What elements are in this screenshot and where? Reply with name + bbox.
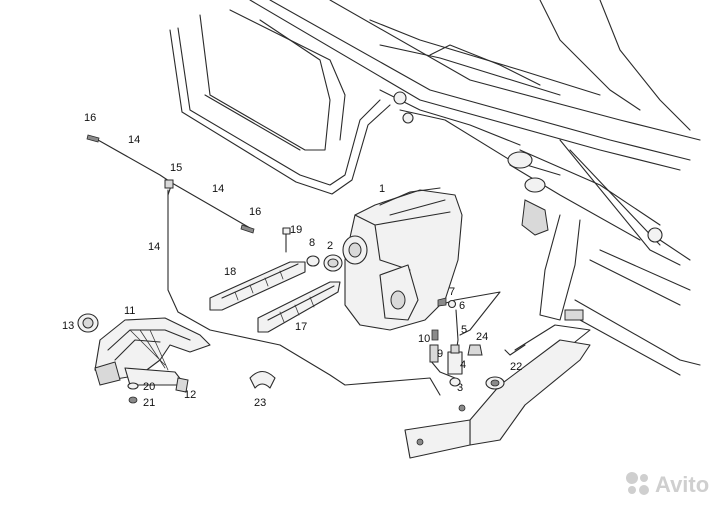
t-connector <box>164 179 174 189</box>
fitting-part-6 <box>447 299 457 309</box>
label-19: 19 <box>290 224 302 236</box>
label-4: 4 <box>460 359 466 371</box>
label-11: 11 <box>124 305 135 317</box>
label-23: 23 <box>254 397 266 409</box>
label-9: 9 <box>437 348 443 360</box>
connector-part-10 <box>431 329 439 341</box>
mounting-bracket-17 <box>257 281 341 333</box>
label-12: 12 <box>184 389 196 401</box>
label-1: 1 <box>379 183 385 195</box>
label-3: 3 <box>457 382 463 394</box>
grommet-part <box>249 370 276 389</box>
nut-part <box>306 255 320 267</box>
washer-nozzle-lower <box>240 224 255 234</box>
elbow-part-9 <box>429 344 439 363</box>
label-14b: 14 <box>212 183 224 195</box>
reservoir-cap <box>323 254 343 272</box>
washer-reservoir <box>342 187 463 331</box>
label-16a: 16 <box>84 112 96 124</box>
label-8: 8 <box>309 237 315 249</box>
label-10: 10 <box>418 333 430 345</box>
label-6: 6 <box>459 300 465 312</box>
label-2: 2 <box>327 240 333 252</box>
label-5: 5 <box>461 324 467 336</box>
label-7: 7 <box>449 286 455 298</box>
watermark-text: Avito <box>655 472 709 497</box>
washer-hose <box>97 139 501 396</box>
headlamp-washer-assembly <box>94 317 211 386</box>
grommet-part-22 <box>485 376 505 390</box>
washer-part-20 <box>127 382 139 390</box>
seal-part-3 <box>449 377 461 387</box>
bolt-part <box>282 227 291 253</box>
avito-logo-icon <box>626 472 649 495</box>
nut-part-21 <box>128 396 138 404</box>
avito-watermark: Avito <box>626 472 709 497</box>
mounting-bracket-18 <box>209 261 306 311</box>
label-14a: 14 <box>128 134 140 146</box>
label-17: 17 <box>295 321 307 333</box>
washer-nozzle-upper <box>86 134 100 143</box>
label-21: 21 <box>143 397 155 409</box>
label-13: 13 <box>62 320 74 332</box>
label-22: 22 <box>510 361 522 373</box>
plug-part-7 <box>437 297 447 307</box>
label-24: 24 <box>476 331 488 343</box>
label-15: 15 <box>170 162 182 174</box>
washer-pump <box>447 344 463 375</box>
cab-frame <box>169 0 701 376</box>
clip-part-24 <box>467 344 483 356</box>
label-18: 18 <box>224 266 236 278</box>
label-14c: 14 <box>148 241 160 253</box>
step-bracket <box>404 309 591 459</box>
part-labels: 1 2 3 4 5 6 7 8 9 10 11 12 13 14 14 14 1… <box>62 112 522 409</box>
label-20: 20 <box>143 381 155 393</box>
clip-part-12 <box>175 377 189 393</box>
filler-cap <box>77 313 99 333</box>
label-16b: 16 <box>249 206 261 218</box>
